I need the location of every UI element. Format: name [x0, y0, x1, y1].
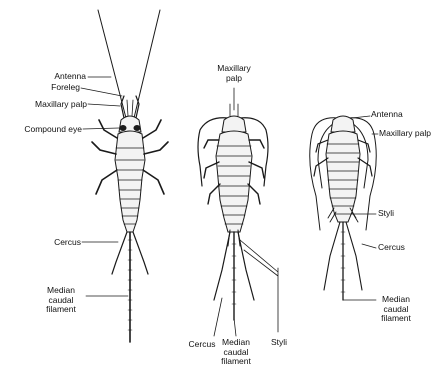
left-label-foreleg: Foreleg	[12, 83, 80, 93]
middle-specimen	[198, 88, 278, 336]
right-body	[326, 131, 360, 222]
right-label-cercus: Cercus	[378, 243, 405, 253]
left-body	[115, 131, 145, 232]
left-specimen	[81, 10, 168, 342]
left-label-filament: filament	[38, 305, 84, 315]
right-cercus	[324, 222, 340, 290]
middle-cercus	[214, 232, 230, 300]
right-label-median-caudal-filament: Median caudal filament	[374, 295, 418, 324]
left-label-maxillary-palp: Maxillary palp	[4, 100, 87, 110]
right-label-antenna: Antenna	[371, 110, 403, 120]
left-label-antenna: Antenna	[20, 72, 86, 82]
right-label-styli: Styli	[378, 209, 394, 219]
middle-label-palp: palp	[204, 74, 264, 84]
left-label-median-caudal-filament: Median caudal filament	[38, 286, 84, 315]
right-label-maxillary-palp: Maxillary palp	[379, 129, 431, 139]
middle-label-filament: filament	[216, 357, 256, 367]
left-label-compound-eye: Compound eye	[0, 125, 82, 135]
left-foreleg	[99, 120, 117, 138]
right-specimen	[310, 116, 378, 300]
middle-label-styli: Styli	[264, 338, 294, 348]
left-cercus	[112, 232, 127, 274]
right-label-filament: filament	[374, 314, 418, 324]
middle-label-median-caudal-filament: Median caudal filament	[216, 338, 256, 367]
left-compound-eye	[120, 125, 127, 131]
left-label-cercus: Cercus	[30, 238, 81, 248]
middle-label-maxillary-palp: Maxillary palp	[204, 64, 264, 83]
